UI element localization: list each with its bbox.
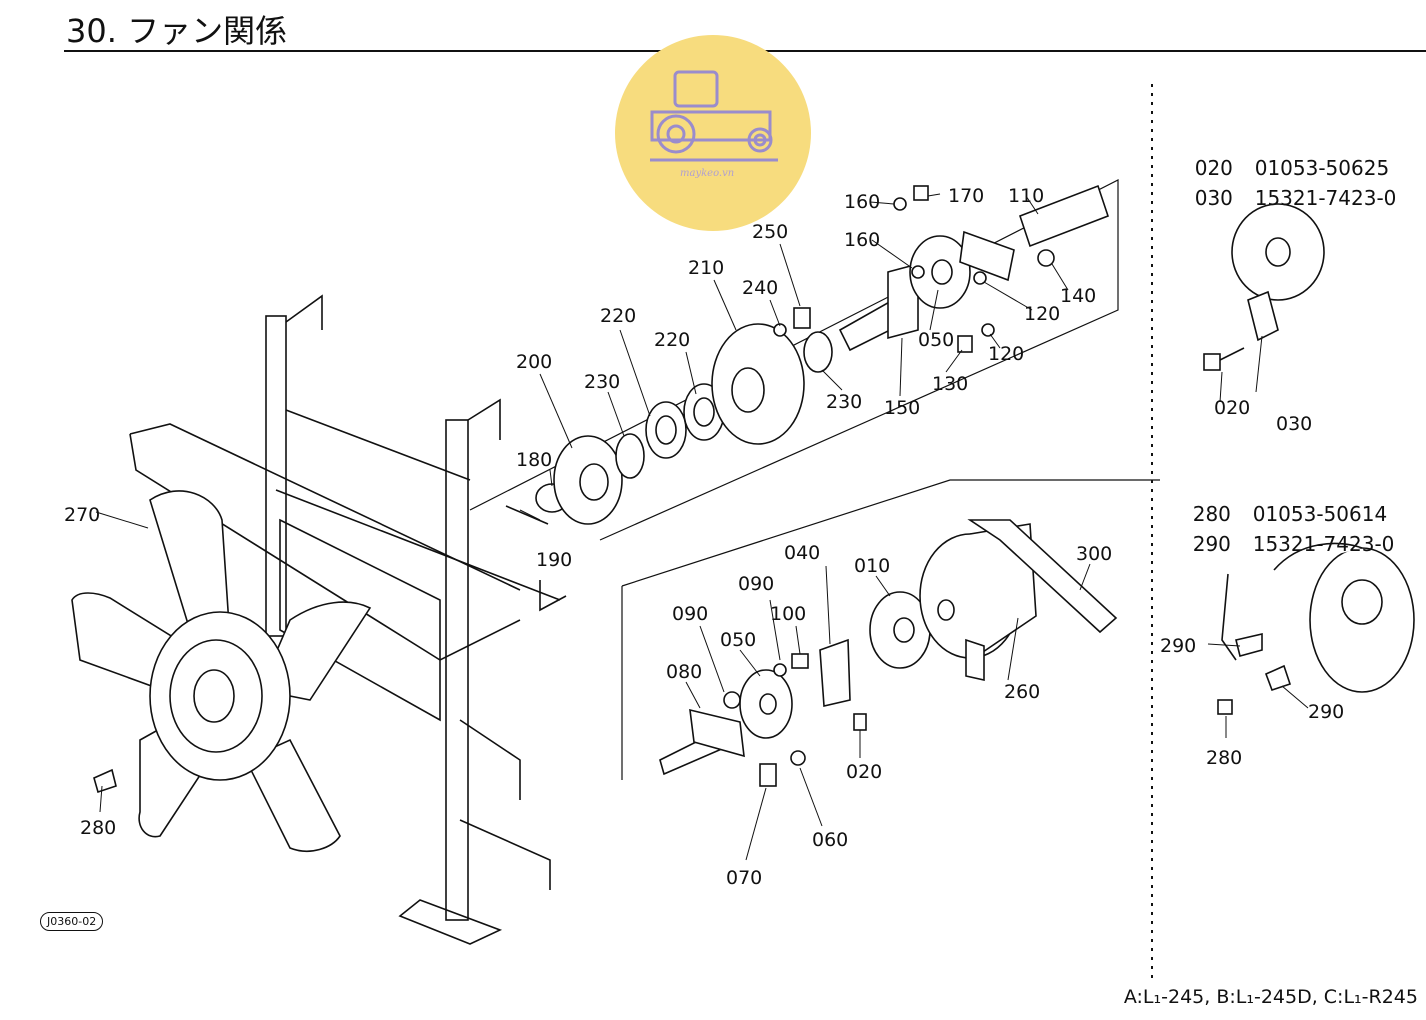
callout-050-upper: 050 xyxy=(918,329,954,351)
lower-group-outline xyxy=(621,479,1160,587)
callout-080: 080 xyxy=(666,661,702,683)
callout-030-inset: 030 xyxy=(1276,413,1312,435)
callout-220-left: 220 xyxy=(600,305,636,327)
callout-040: 040 xyxy=(784,542,820,564)
model-applicability-footer: A:L₁-245, B:L₁-245D, C:L₁-R245 xyxy=(1123,986,1418,1008)
page-title: 30. ファン関係 xyxy=(66,12,288,50)
callout-070: 070 xyxy=(726,867,762,889)
callout-210: 210 xyxy=(688,257,724,279)
callout-060: 060 xyxy=(812,829,848,851)
callout-260: 260 xyxy=(1004,681,1040,703)
callout-020-inset: 020 xyxy=(1214,397,1250,419)
callout-290-right: 290 xyxy=(1308,701,1344,723)
callout-090-right: 090 xyxy=(738,573,774,595)
callout-170: 170 xyxy=(948,185,984,207)
watermark-text: maykeo.vn xyxy=(680,168,735,179)
callout-200: 200 xyxy=(516,351,552,373)
callout-140: 140 xyxy=(1060,285,1096,307)
callout-010: 010 xyxy=(854,555,890,577)
callout-280-inset: 280 xyxy=(1206,747,1242,769)
callout-160-mid: 160 xyxy=(844,229,880,251)
radiator-frame xyxy=(129,294,567,945)
callout-250: 250 xyxy=(752,221,788,243)
callout-labels: 270 280 200 180 190 230 220 220 210 240 … xyxy=(64,185,1344,889)
callout-220-right: 220 xyxy=(654,329,690,351)
leader-lines xyxy=(95,193,1309,861)
callout-240: 240 xyxy=(742,277,778,299)
callout-230-right: 230 xyxy=(826,391,862,413)
watermark-logo xyxy=(615,35,811,231)
callout-180: 180 xyxy=(516,449,552,471)
callout-050-lower: 050 xyxy=(720,629,756,651)
upper-group-outline xyxy=(469,179,1119,541)
callout-090-left: 090 xyxy=(672,603,708,625)
callout-120-lower: 120 xyxy=(988,343,1024,365)
callout-100: 100 xyxy=(770,603,806,625)
callout-150: 150 xyxy=(884,397,920,419)
callout-120-upper: 120 xyxy=(1024,303,1060,325)
callout-300: 300 xyxy=(1076,543,1112,565)
upper-parts xyxy=(505,184,1110,525)
callout-190: 190 xyxy=(536,549,572,571)
lower-parts xyxy=(659,519,1118,787)
callout-230-left: 230 xyxy=(584,371,620,393)
fan-assembly xyxy=(71,490,372,852)
callout-160-top: 160 xyxy=(844,191,880,213)
callout-290-left: 290 xyxy=(1160,635,1196,657)
callout-270: 270 xyxy=(64,504,100,526)
drawing-code-badge: J0360-02 xyxy=(40,912,104,931)
callout-020-lower: 020 xyxy=(846,761,882,783)
callout-110: 110 xyxy=(1008,185,1044,207)
callout-130: 130 xyxy=(932,373,968,395)
inset-fan-hub xyxy=(1217,542,1415,715)
callout-280-left: 280 xyxy=(80,817,116,839)
inset-flange-clip xyxy=(1203,203,1325,371)
